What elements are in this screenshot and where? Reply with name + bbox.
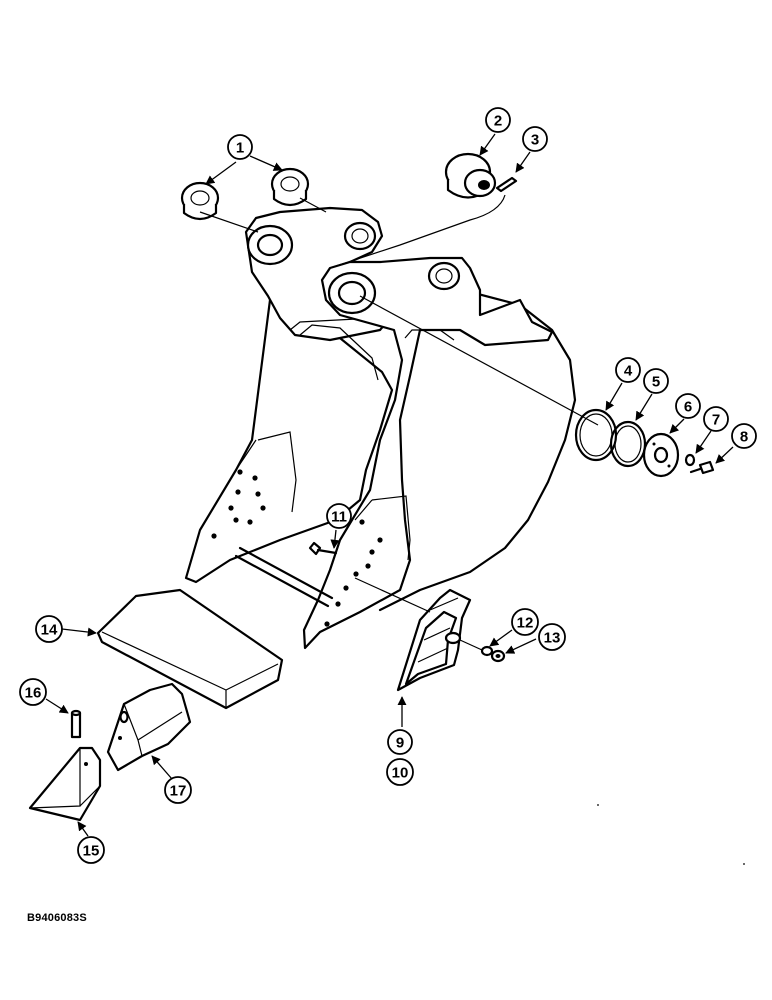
lock-washer bbox=[684, 453, 696, 467]
shim-ring bbox=[574, 408, 618, 462]
bushing-pin-assembly bbox=[444, 152, 497, 199]
tooth-pin bbox=[70, 709, 82, 739]
bucket-tooth bbox=[28, 746, 102, 822]
callout-15: 15 bbox=[77, 836, 105, 864]
svg-text:6: 6 bbox=[684, 399, 692, 416]
callout-13: 13 bbox=[538, 623, 566, 651]
callout-5: 5 bbox=[643, 368, 669, 394]
svg-text:9: 9 bbox=[396, 735, 404, 752]
callout-6: 6 bbox=[675, 393, 701, 419]
cutter-washer bbox=[480, 645, 494, 657]
svg-text:13: 13 bbox=[544, 630, 561, 647]
callout-10: 10 bbox=[386, 758, 414, 786]
leader-lines bbox=[45, 133, 734, 837]
cutting-edge bbox=[96, 588, 284, 710]
svg-text:15: 15 bbox=[83, 843, 100, 860]
callout-9: 9 bbox=[387, 729, 413, 755]
retainer-plate bbox=[642, 432, 680, 478]
svg-text:1: 1 bbox=[236, 140, 244, 157]
document-id: B9406083S bbox=[27, 912, 87, 924]
bushing-left-b bbox=[270, 167, 310, 207]
plow-bolt bbox=[308, 541, 338, 556]
tooth-adapter bbox=[106, 682, 192, 772]
svg-text:2: 2 bbox=[494, 113, 502, 130]
svg-text:14: 14 bbox=[41, 622, 58, 639]
svg-text:8: 8 bbox=[740, 429, 748, 446]
svg-text:16: 16 bbox=[25, 685, 42, 702]
callout-2: 2 bbox=[485, 107, 511, 133]
spacer-ring bbox=[609, 420, 647, 468]
svg-text:5: 5 bbox=[652, 374, 660, 391]
cap-bolt bbox=[689, 460, 715, 475]
callout-8: 8 bbox=[731, 423, 757, 449]
cutter-nut bbox=[490, 649, 506, 663]
bucket-body bbox=[184, 206, 577, 650]
callout-4: 4 bbox=[615, 357, 641, 383]
bushing-left-a bbox=[180, 181, 220, 221]
side-cutter bbox=[396, 588, 472, 692]
svg-text:10: 10 bbox=[392, 765, 409, 782]
svg-text:12: 12 bbox=[517, 615, 534, 632]
callout-12: 12 bbox=[511, 608, 539, 636]
svg-text:4: 4 bbox=[624, 363, 633, 380]
callout-7: 7 bbox=[703, 406, 729, 432]
svg-text:3: 3 bbox=[531, 132, 539, 149]
callout-11: 11 bbox=[326, 503, 352, 529]
callout-1: 1 bbox=[227, 134, 253, 160]
svg-text:7: 7 bbox=[712, 412, 720, 429]
svg-text:17: 17 bbox=[170, 783, 187, 800]
callout-3: 3 bbox=[522, 126, 548, 152]
roll-pin bbox=[495, 176, 518, 193]
callout-16: 16 bbox=[19, 678, 47, 706]
svg-text:11: 11 bbox=[331, 509, 347, 526]
callout-14: 14 bbox=[35, 615, 63, 643]
callout-17: 17 bbox=[164, 776, 192, 804]
